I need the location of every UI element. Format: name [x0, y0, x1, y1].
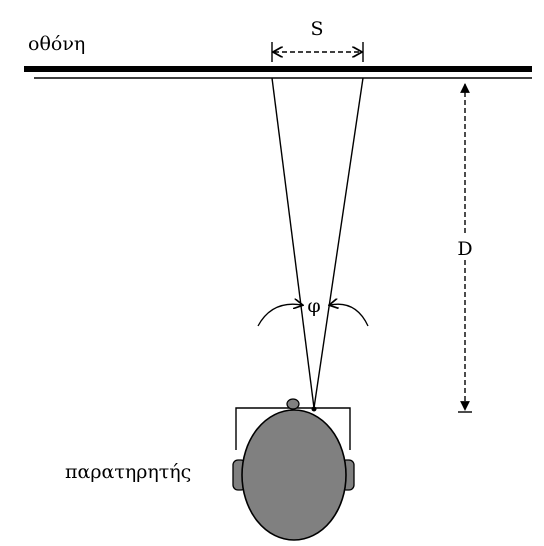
distance-label: D: [457, 238, 472, 260]
angle-label: φ: [307, 295, 320, 317]
observer-head: [232, 398, 355, 541]
angle-arc-right: [330, 304, 369, 327]
eye-point: [311, 406, 317, 412]
sight-line-left: [271, 77, 315, 409]
angle-arc-left: [257, 304, 302, 327]
width-label: S: [310, 18, 323, 40]
distance-label-bg: [452, 236, 478, 260]
observer-label: παρατηρητής: [65, 461, 191, 483]
screen-bar: [24, 66, 532, 72]
sight-line-right: [313, 77, 364, 409]
screen-label: οθόνη: [28, 33, 85, 55]
nose: [286, 398, 300, 410]
head-ellipse: [241, 409, 347, 541]
